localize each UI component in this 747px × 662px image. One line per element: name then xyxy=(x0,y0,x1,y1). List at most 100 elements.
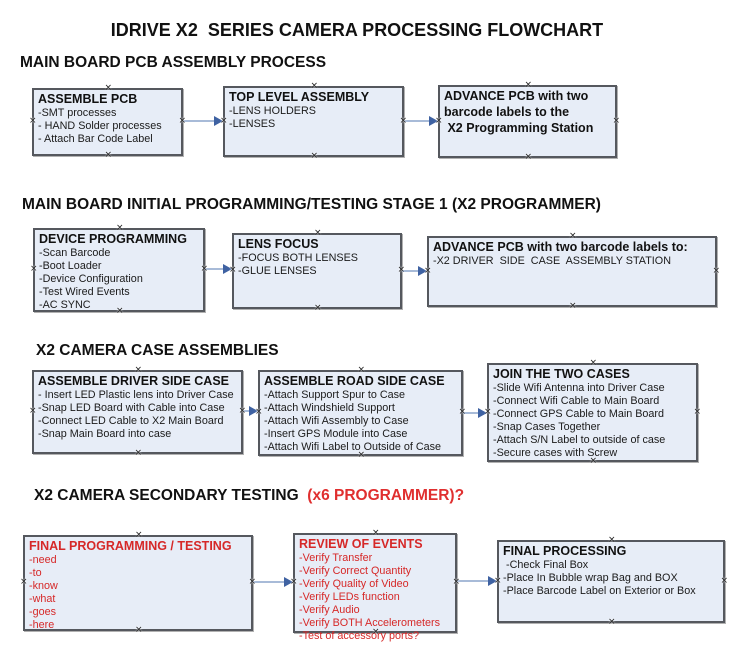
box-title: ADVANCE PCB with two barcode labels to: xyxy=(433,240,688,254)
flow-arrow xyxy=(243,406,258,416)
connector-point-icon: × xyxy=(569,231,577,241)
box-title: FINAL PROCESSING xyxy=(503,544,627,558)
connector-point-icon: × xyxy=(134,448,143,458)
box-item: -X2 DRIVER SIDE CASE ASSEMBLY STATION xyxy=(433,255,671,267)
box-item: -Secure cases with Screw xyxy=(493,447,618,459)
box-item: ADVANCE PCB with two xyxy=(444,89,589,103)
section-heading-secondary-testing: X2 CAMERA SECONDARY TESTING (x6 PROGRAMM… xyxy=(34,487,464,505)
box-body: -X2 DRIVER SIDE CASE ASSEMBLY STATION xyxy=(433,255,712,268)
flow-box-lens-focus: LENS FOCUS -FOCUS BOTH LENSES-GLUE LENSE… xyxy=(229,229,405,313)
flow-arrow xyxy=(205,264,232,274)
heading-black-part: X2 CAMERA SECONDARY TESTING xyxy=(34,487,303,504)
connector-point-icon: × xyxy=(494,575,502,586)
connector-point-icon: × xyxy=(238,406,246,416)
connector-point-icon: × xyxy=(484,406,492,417)
connector-point-icon: × xyxy=(712,265,720,276)
section-heading-initial-programming: MAIN BOARD INITIAL PROGRAMMING/TESTING S… xyxy=(22,196,601,213)
flow-arrow xyxy=(183,116,223,126)
box-item: -Connect Wifi Cable to Main Board xyxy=(493,395,660,407)
box-item: -Attach Wifi Assembly to Case xyxy=(264,415,409,427)
connector-point-icon: × xyxy=(720,575,728,586)
connector-point-icon: × xyxy=(372,528,380,538)
box-item: - HAND Solder processes xyxy=(38,120,162,132)
flow-box-top-level-assembly: TOP LEVEL ASSEMBLY -LENS HOLDERS-LENSES … xyxy=(220,82,407,161)
connector-point-icon: × xyxy=(524,80,533,90)
connector-point-icon: × xyxy=(135,530,143,540)
flow-box-assemble-pcb: ASSEMBLE PCB -SMT processes- HAND Solder… xyxy=(29,84,186,160)
box-item: -SMT processes xyxy=(38,107,117,119)
box-item: -Boot Loader xyxy=(39,260,102,272)
flow-arrow xyxy=(463,408,487,418)
connector-point-icon: × xyxy=(220,115,228,126)
connector-point-icon: × xyxy=(372,627,380,637)
box-item: -AC SYNC xyxy=(39,299,91,311)
box-item: -Verify Quality of Video xyxy=(299,578,409,590)
box-item: -Place Barcode Label on Exterior or Box xyxy=(503,585,696,597)
flow-box-advance-pcb-driver-side-station: ADVANCE PCB with two barcode labels to: … xyxy=(424,232,720,311)
connector-point-icon: × xyxy=(589,358,598,368)
connector-point-icon: × xyxy=(693,406,701,417)
connector-point-icon: × xyxy=(104,83,113,93)
box-item: barcode labels to the xyxy=(444,105,570,119)
flow-box-final-programming-testing: FINAL PROGRAMMING / TESTING -need-to-kno… xyxy=(20,531,256,635)
flow-box-assemble-road-side-case: ASSEMBLE ROAD SIDE CASE -Attach Support … xyxy=(255,366,466,460)
box-title: LENS FOCUS xyxy=(238,237,319,251)
box-item: -Slide Wifi Antenna into Driver Case xyxy=(493,382,665,394)
connector-point-icon: × xyxy=(135,625,143,635)
connector-point-icon: × xyxy=(314,228,322,238)
connector-point-icon: × xyxy=(310,151,319,161)
connector-point-icon: × xyxy=(452,577,460,587)
connector-point-icon: × xyxy=(314,303,322,313)
connector-point-icon: × xyxy=(116,306,124,316)
box-body: -Attach Support Spur to Case-Attach Wind… xyxy=(264,389,458,454)
box-item: -Verify Correct Quantity xyxy=(299,565,412,577)
connector-point-icon: × xyxy=(612,115,620,126)
box-item: -what xyxy=(29,593,56,605)
section-heading-pcb-assembly: MAIN BOARD PCB ASSEMBLY PROCESS xyxy=(20,54,327,71)
flow-box-review-of-events: REVIEW OF EVENTS -Verify Transfer-Verify… xyxy=(290,529,460,643)
box-item: -goes xyxy=(29,606,57,618)
page-title: IDRIVE X2 SERIES CAMERA PROCESSING FLOWC… xyxy=(110,20,604,40)
connector-point-icon: × xyxy=(458,407,466,417)
box-item: -Place In Bubble wrap Bag and BOX xyxy=(503,572,678,584)
connector-point-icon: × xyxy=(397,265,405,275)
box-body: -FOCUS BOTH LENSES-GLUE LENSES xyxy=(238,252,397,278)
connector-point-icon: × xyxy=(424,265,432,276)
connector-point-icon: × xyxy=(608,535,616,545)
box-item: -Test of accessory ports? xyxy=(299,630,420,642)
box-body: -SMT processes- HAND Solder processes- A… xyxy=(38,107,178,146)
box-item: X2 Programming Station xyxy=(444,121,594,135)
box-item: -Device Configuration xyxy=(39,273,143,285)
box-item: -Verify LEDs function xyxy=(299,591,400,603)
box-item: -Attach Windshield Support xyxy=(264,402,395,414)
connector-point-icon: × xyxy=(589,456,598,466)
box-item: - Attach Bar Code Label xyxy=(38,133,153,145)
box-title: TOP LEVEL ASSEMBLY xyxy=(229,90,370,104)
connector-point-icon: × xyxy=(29,116,37,126)
box-body: -need-to-know-what-goes-here xyxy=(29,554,248,632)
box-item: -LENS HOLDERS xyxy=(229,105,316,117)
box-item: -Check Final Box xyxy=(503,559,589,571)
box-title: DEVICE PROGRAMMING xyxy=(39,232,187,246)
box-item: -Snap Cases Together xyxy=(493,421,601,433)
connector-point-icon: × xyxy=(569,301,577,311)
section-heading-case-assemblies: X2 CAMERA CASE ASSEMBLIES xyxy=(36,342,279,359)
flow-arrow xyxy=(457,576,497,586)
flow-box-assemble-driver-side-case: ASSEMBLE DRIVER SIDE CASE - Insert LED P… xyxy=(29,366,246,458)
box-item: -FOCUS BOTH LENSES xyxy=(238,252,358,264)
box-body: -Slide Wifi Antenna into Driver Case-Con… xyxy=(493,382,693,460)
box-body: -Scan Barcode-Boot Loader-Device Configu… xyxy=(39,247,200,312)
flow-arrow xyxy=(402,266,427,276)
box-item: -Scan Barcode xyxy=(39,247,111,259)
box-body: -Verify Transfer-Verify Correct Quantity… xyxy=(299,552,452,643)
box-title: ASSEMBLE DRIVER SIDE CASE xyxy=(38,374,230,388)
box-item: - Insert LED Plastic lens into Driver Ca… xyxy=(38,389,234,401)
box-item: -LENSES xyxy=(229,118,276,130)
box-item: -Attach Support Spur to Case xyxy=(264,389,406,401)
flow-box-join-the-two-cases: JOIN THE TWO CASES -Slide Wifi Antenna i… xyxy=(484,359,701,466)
box-item: -Verify Transfer xyxy=(299,552,373,564)
connector-point-icon: × xyxy=(29,406,37,416)
box-title: FINAL PROGRAMMING / TESTING xyxy=(29,539,232,553)
box-item: -Verify BOTH Accelerometers xyxy=(299,617,440,629)
